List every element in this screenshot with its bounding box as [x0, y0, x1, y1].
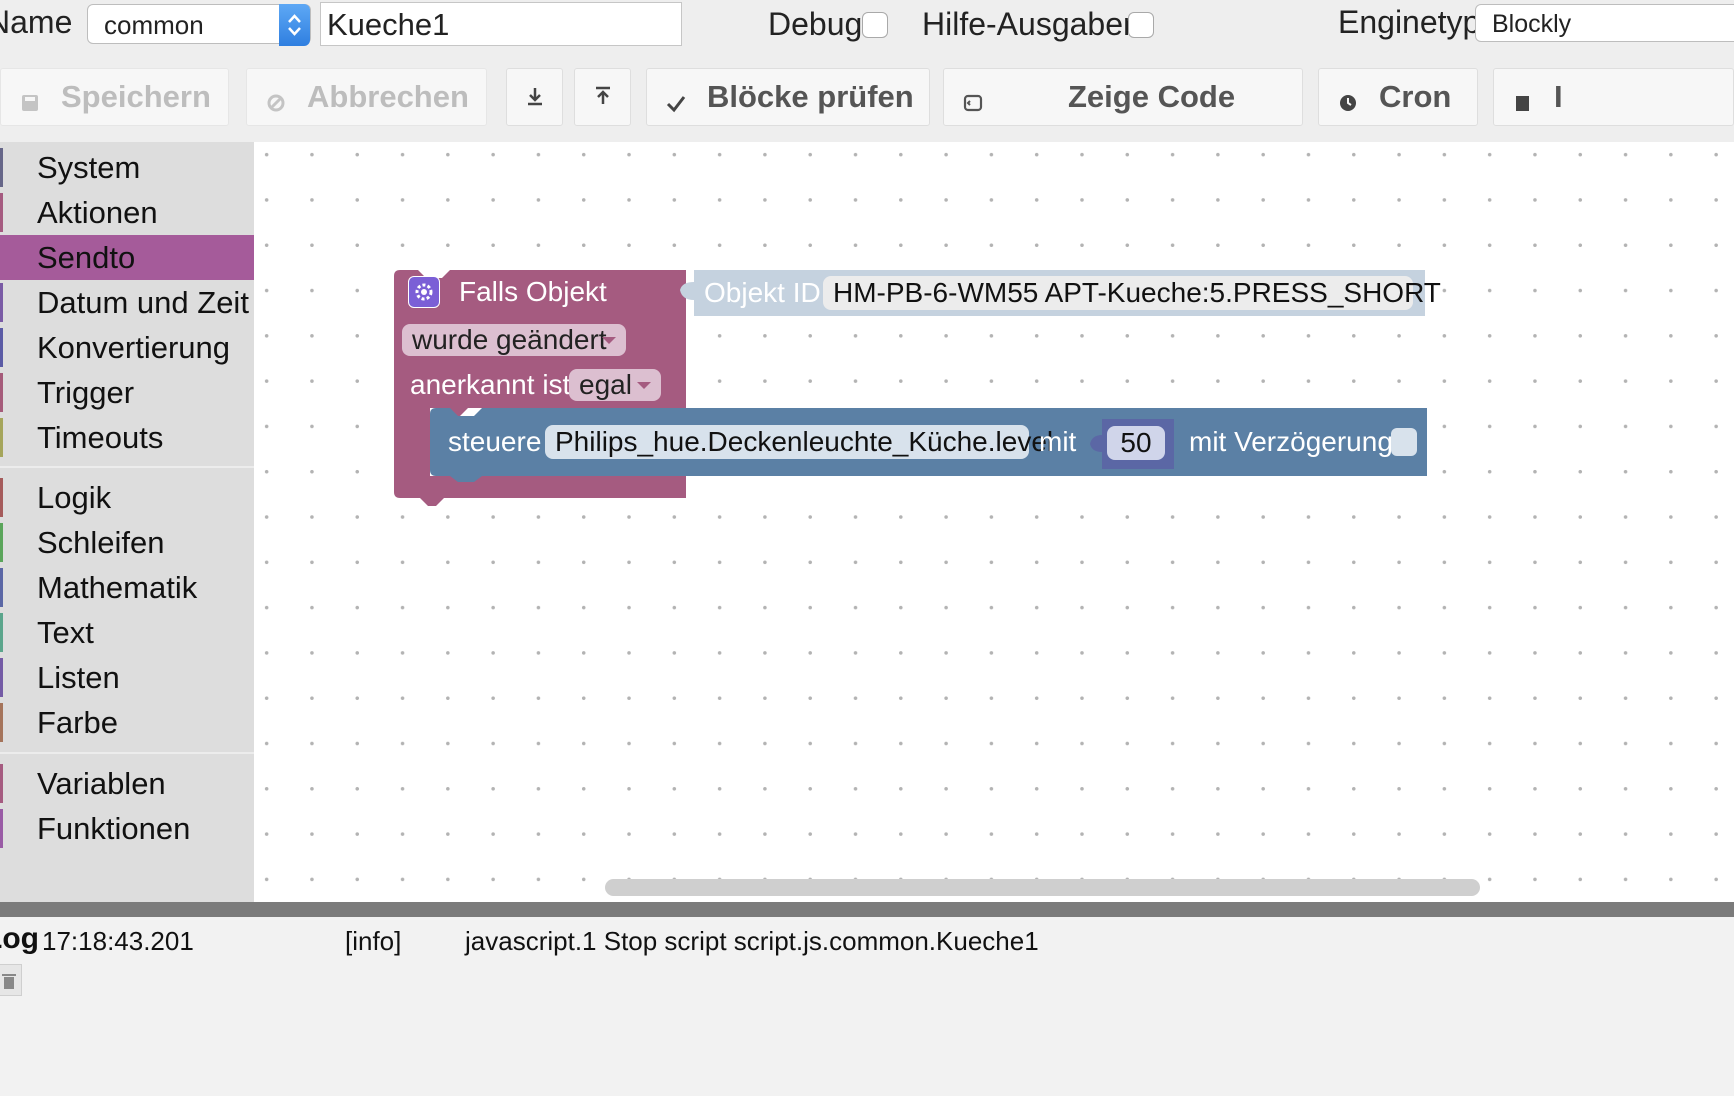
cron-button[interactable]: Cron: [1318, 68, 1478, 126]
log-divider[interactable]: [0, 902, 1734, 917]
category-loops[interactable]: Schleifen: [0, 520, 254, 565]
show-code-button[interactable]: Zeige Code: [943, 68, 1303, 126]
import-button[interactable]: [574, 68, 631, 126]
category-variables[interactable]: Variablen: [0, 761, 254, 806]
category-date-time[interactable]: Datum und Zeit: [0, 280, 254, 325]
engine-type-label: Enginetyp: [1338, 4, 1481, 40]
category-label: Variablen: [37, 766, 166, 801]
engine-type-select[interactable]: Blockly: [1475, 4, 1734, 42]
category-label: Logik: [37, 480, 112, 515]
category-timeouts[interactable]: Timeouts: [0, 415, 254, 460]
category-label: Aktionen: [37, 195, 158, 230]
category-math[interactable]: Mathematik: [0, 565, 254, 610]
log-label: Log: [0, 922, 39, 955]
category-functions[interactable]: Funktionen: [0, 806, 254, 851]
category-label: Konvertierung: [37, 330, 231, 365]
more-toolbar-button[interactable]: I: [1493, 68, 1734, 126]
control-target-field[interactable]: Philips_hue.Deckenleuchte_Küche.level: [545, 425, 1053, 459]
category-lists[interactable]: Listen: [0, 655, 254, 700]
category-label: System: [37, 150, 141, 185]
check-blocks-button[interactable]: Blöcke prüfen: [646, 68, 930, 126]
help-output-checkbox[interactable]: [1128, 12, 1154, 38]
category-label: Text: [37, 615, 94, 650]
clock-icon: [1337, 86, 1359, 111]
category-trigger[interactable]: Trigger: [0, 370, 254, 415]
code-icon: [962, 86, 984, 112]
object-id-field[interactable]: HM-PB-6-WM55 APT-Kueche:5.PRESS_SHORT: [823, 276, 1441, 310]
category-conversion[interactable]: Konvertierung: [0, 325, 254, 370]
blockly-workspace[interactable]: [254, 142, 1734, 902]
category-label: Farbe: [37, 705, 118, 740]
log-panel: [0, 917, 1734, 1096]
category-label: Timeouts: [37, 420, 164, 455]
folder-select[interactable]: common: [87, 4, 311, 46]
export-button[interactable]: [506, 68, 563, 126]
dropdown-arrow-icon: [602, 337, 616, 344]
floppy-icon: [19, 86, 41, 111]
cron-label: Cron: [1379, 79, 1452, 114]
ack-value: egal: [579, 369, 632, 400]
with-label: mit: [1039, 426, 1077, 457]
dropdown-arrow-icon: [637, 382, 651, 389]
cancel-button[interactable]: Abbrechen: [246, 68, 487, 126]
category-label: Funktionen: [37, 811, 191, 846]
save-button-label: Speichern: [61, 79, 211, 114]
name-label: Name: [0, 4, 73, 40]
category-logic[interactable]: Logik: [0, 475, 254, 520]
folder-select-value: common: [104, 10, 204, 40]
category-label: Datum und Zeit: [37, 285, 249, 320]
cancel-icon: [265, 86, 287, 112]
show-code-label: Zeige Code: [1068, 79, 1236, 114]
change-mode-value: wurde geändert: [412, 324, 607, 355]
debug-checkbox[interactable]: [862, 12, 888, 38]
category-text[interactable]: Text: [0, 610, 254, 655]
category-label: Mathematik: [37, 570, 198, 605]
change-mode-dropdown[interactable]: wurde geändert: [402, 324, 626, 356]
trigger-title: Falls Objekt: [459, 276, 607, 307]
control-label: steuere: [448, 426, 542, 457]
toolbox-separator: [0, 752, 254, 754]
category-label: Listen: [37, 660, 120, 695]
log-message: javascript.1 Stop script script.js.commo…: [465, 926, 1039, 956]
category-label: Sendto: [37, 240, 136, 275]
engine-type-value: Blockly: [1492, 10, 1572, 38]
upload-icon: [593, 79, 613, 115]
log-time: 17:18:43.201: [42, 926, 194, 956]
delay-label: mit Verzögerung: [1189, 426, 1393, 457]
gear-icon[interactable]: [408, 276, 440, 308]
blockly-toolbox: System Aktionen Sendto Datum und Zeit Ko…: [0, 142, 254, 902]
category-label: Trigger: [37, 375, 135, 410]
category-label: Schleifen: [37, 525, 165, 560]
save-button[interactable]: Speichern: [0, 68, 229, 126]
category-color[interactable]: Farbe: [0, 700, 254, 745]
script-name-input[interactable]: Kueche1: [320, 2, 682, 46]
log-level: [info]: [345, 926, 402, 956]
delay-checkbox[interactable]: [1391, 428, 1417, 456]
stop-icon: [1512, 86, 1534, 111]
toolbox-separator: [0, 466, 254, 468]
ack-dropdown[interactable]: egal: [569, 369, 661, 401]
category-sendto[interactable]: Sendto: [0, 235, 254, 280]
object-id-label: Objekt ID: [704, 277, 821, 308]
value-number-field[interactable]: 50: [1107, 426, 1165, 460]
select-stepper-icon: [279, 4, 310, 46]
help-output-label: Hilfe-Ausgaben: [922, 6, 1141, 42]
cancel-button-label: Abbrechen: [307, 79, 469, 114]
debug-label: Debug: [768, 6, 863, 42]
ack-label: anerkannt ist: [410, 369, 571, 400]
category-system[interactable]: System: [0, 145, 254, 190]
workspace-horizontal-scrollbar[interactable]: [605, 879, 1480, 896]
more-toolbar-label: I: [1554, 79, 1563, 114]
trash-icon[interactable]: [0, 964, 22, 996]
checkmark-icon: [665, 86, 687, 113]
check-blocks-label: Blöcke prüfen: [707, 79, 914, 114]
category-actions[interactable]: Aktionen: [0, 190, 254, 235]
download-icon: [525, 79, 545, 115]
